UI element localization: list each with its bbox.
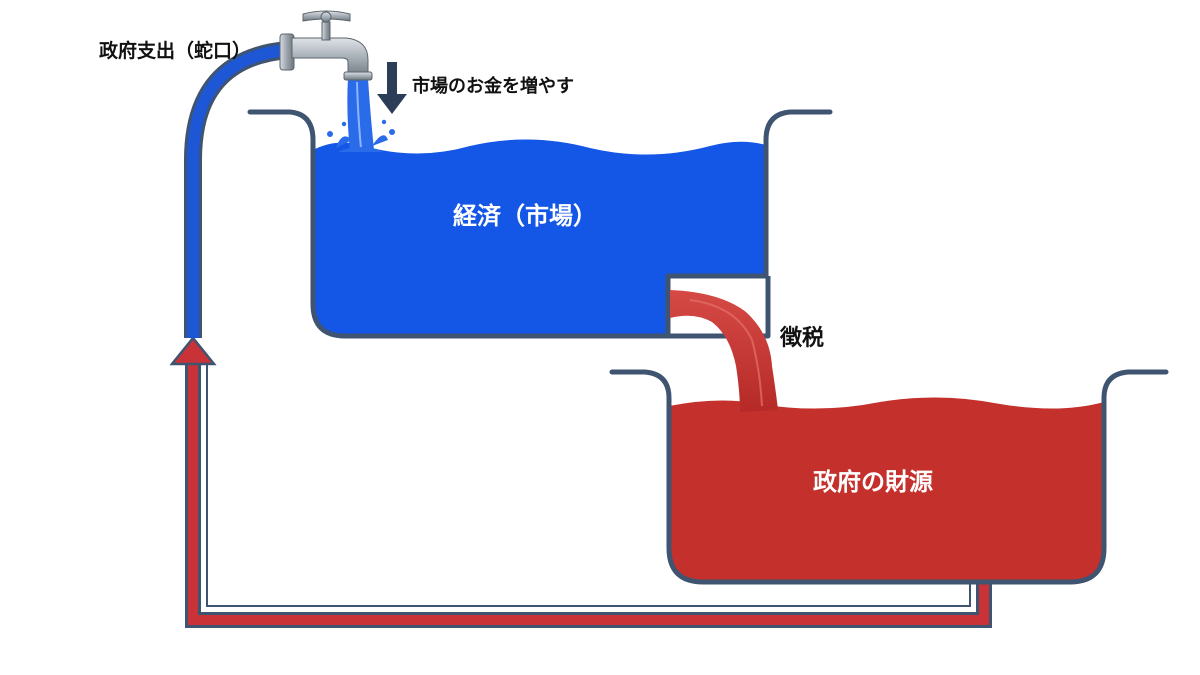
spending-pipe-fill	[187, 44, 289, 338]
tax-label: 徴税	[780, 326, 825, 351]
spending-pour-stream	[347, 78, 374, 152]
up-arrow-head	[169, 336, 217, 366]
economy-water	[313, 139, 766, 336]
faucet-icon	[279, 10, 373, 81]
economy-outlet-pipe	[665, 276, 771, 339]
down-arrow-icon	[377, 62, 407, 114]
finance-water	[669, 397, 1104, 582]
tax-pour-streak	[689, 299, 763, 407]
tax-return-pipe-inner	[206, 362, 971, 607]
tax-pour-stream	[670, 290, 778, 412]
faucet-label: 政府支出（蛇口）	[99, 40, 252, 62]
increase-money-label: 市場のお金を増やす	[412, 76, 574, 97]
finance-label: 政府の財源	[813, 468, 933, 496]
tax-return-pipe-fill	[188, 362, 989, 625]
finance-tank-outline	[609, 369, 1169, 585]
economy-label: 経済（市場）	[453, 202, 597, 230]
water-splash	[327, 119, 395, 152]
economy-tank-outline	[247, 109, 833, 339]
spending-pour-streak	[356, 81, 362, 149]
